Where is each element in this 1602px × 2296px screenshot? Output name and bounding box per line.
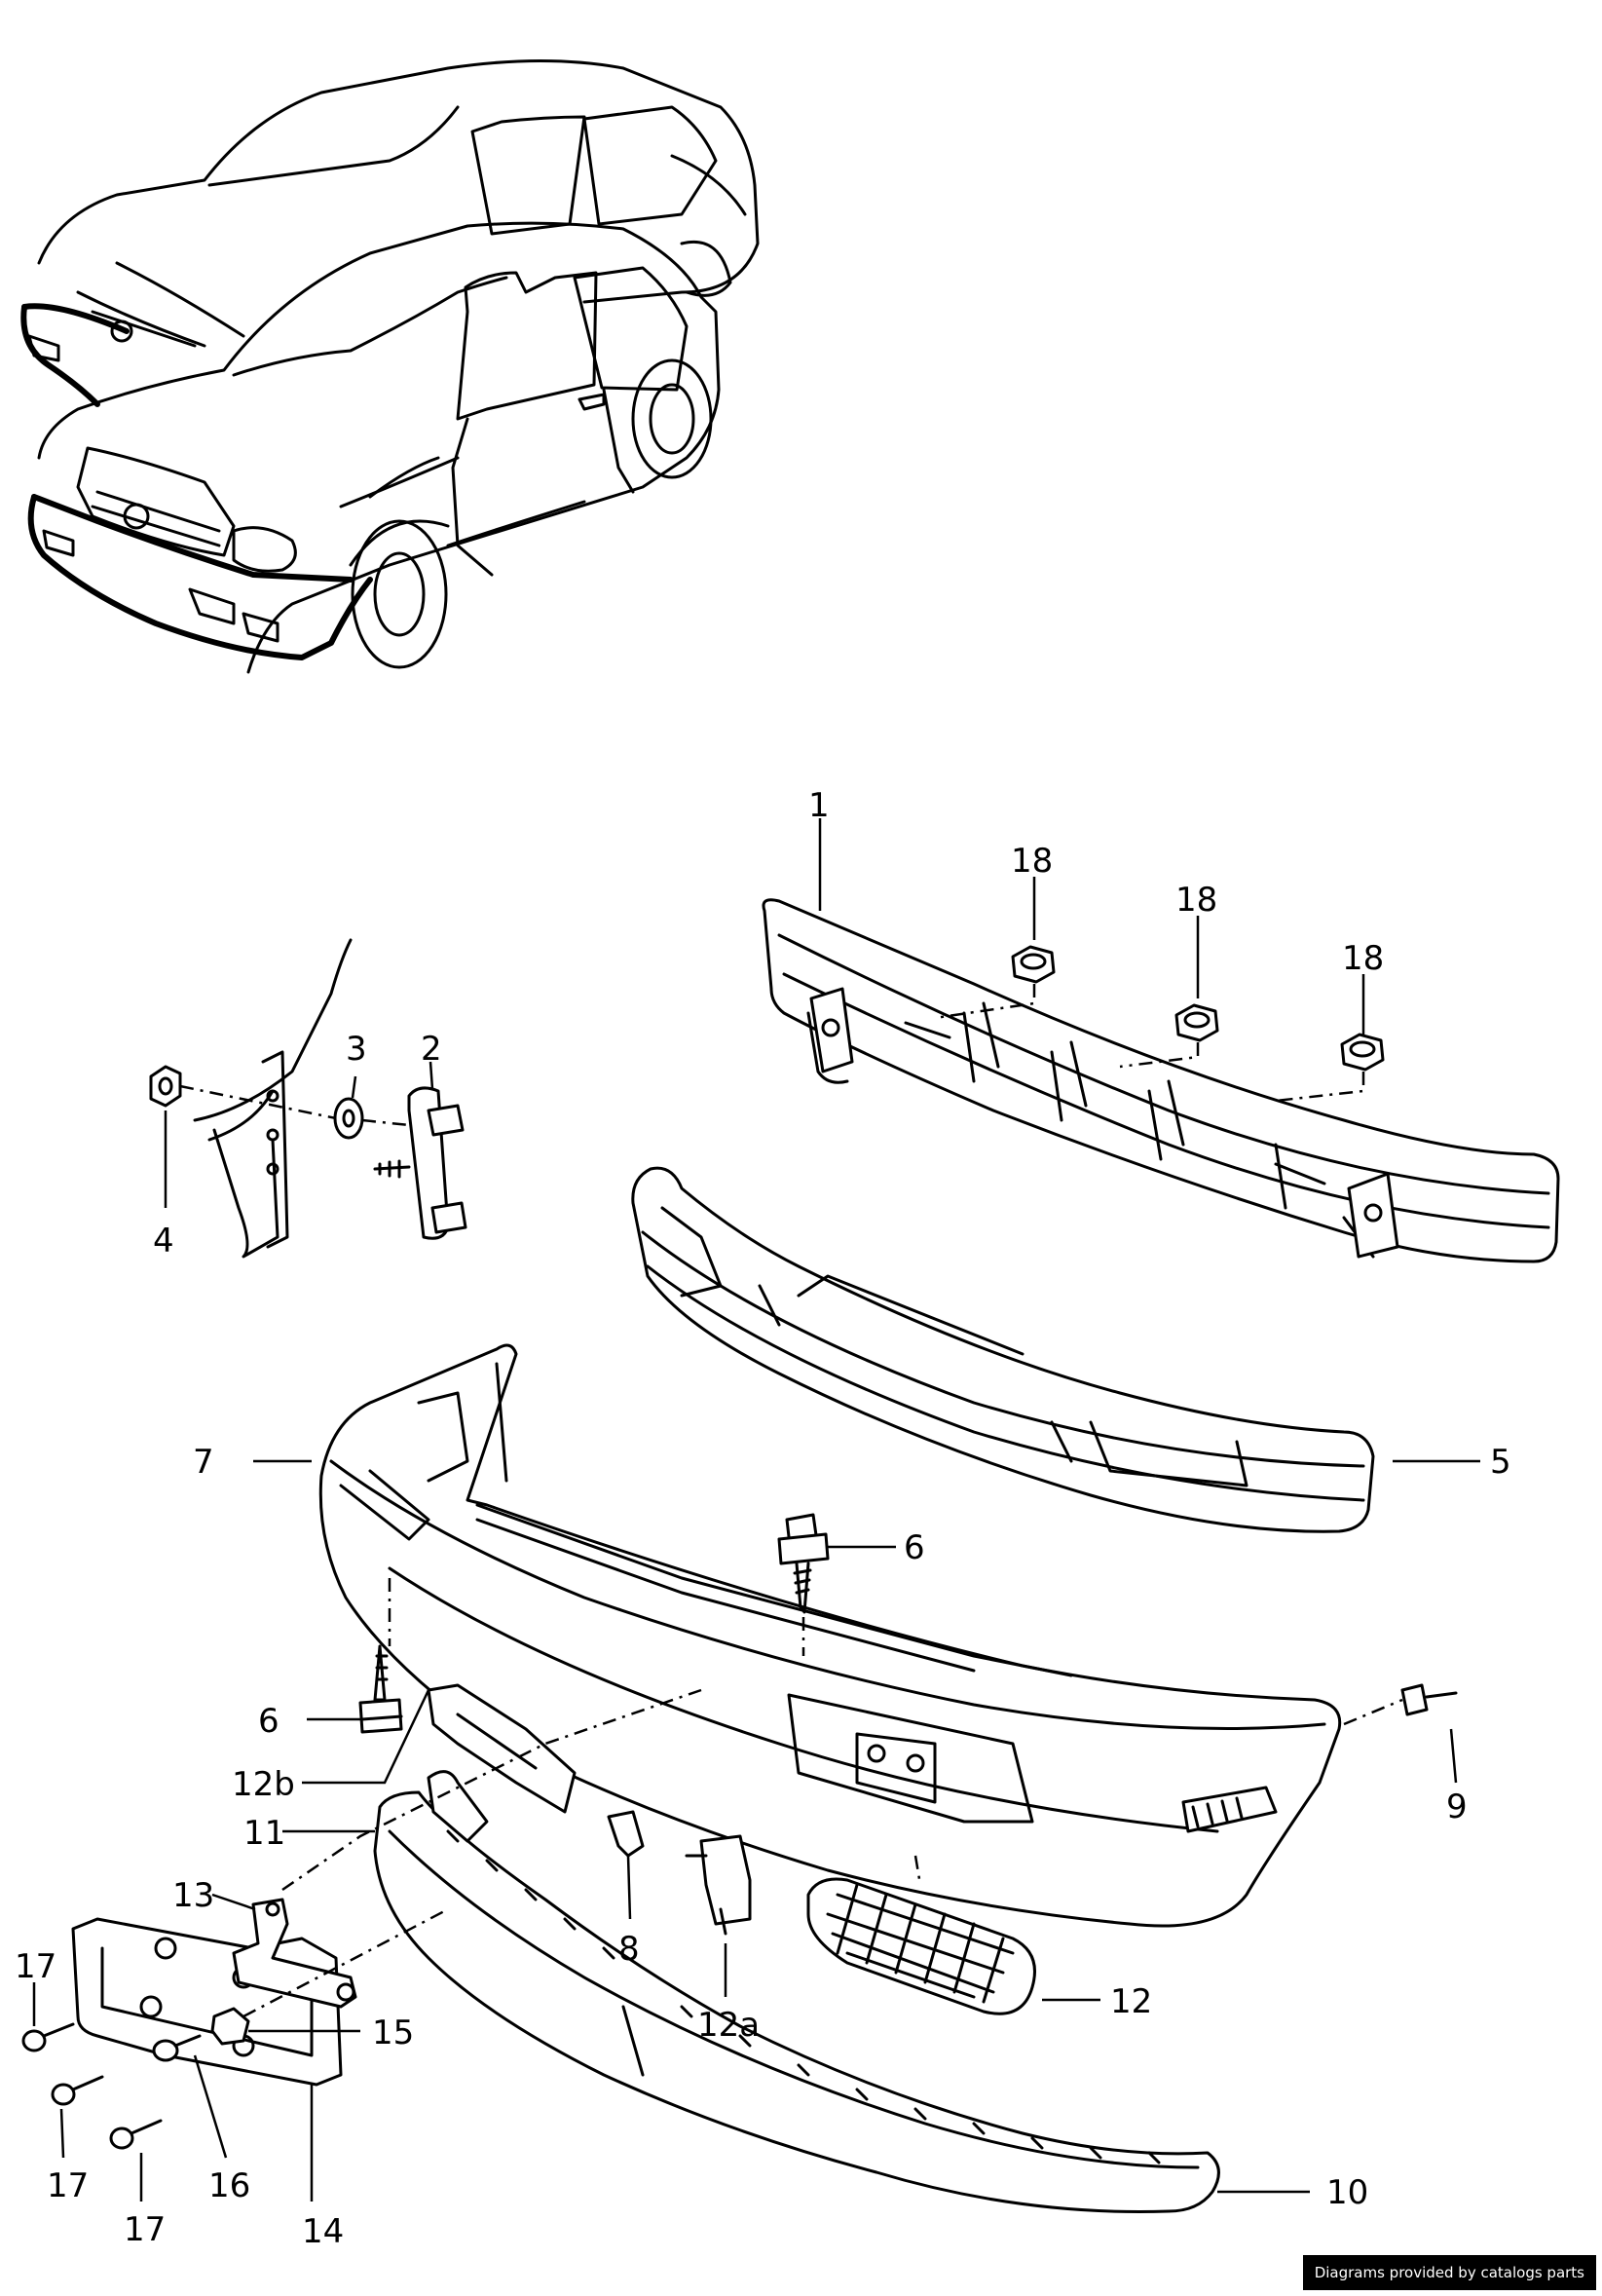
screw-17-b [51,2075,104,2106]
license-plate-bracket [71,1917,343,2087]
side-bracket [193,938,353,1259]
washer-3 [333,1097,364,1140]
bolt-6-lower [358,1644,403,1734]
callout-17-b: 17 [47,2166,89,2205]
energy-absorber [631,1166,1375,1533]
callout-12b: 12b [232,1765,295,1804]
fog-lamp-bracket-2 [373,1086,467,1240]
bumper-carrier [762,898,1560,1263]
nut-18-a [1011,945,1056,984]
spoiler-bracket [427,1770,489,1843]
callout-7: 7 [193,1443,214,1482]
callout-12a: 12a [697,2006,760,2045]
bolt-6-upper [777,1513,830,1614]
clip-8 [607,1810,645,1858]
callout-18-c: 18 [1342,939,1384,978]
callout-6-lower: 6 [258,1702,279,1741]
callout-14: 14 [302,2212,344,2251]
callout-4: 4 [153,1222,174,1261]
credit-badge: Diagrams provided by catalogs parts [1302,2255,1596,2290]
callout-18-a: 18 [1011,842,1053,881]
nut-18-a-axis [934,984,1036,1020]
nut-18-b [1174,1003,1219,1042]
callout-12: 12 [1110,1982,1152,2021]
callout-8: 8 [618,1930,640,1969]
callout-15: 15 [372,2014,414,2052]
car-illustration-rear [20,59,760,407]
clip-nut-15 [210,2007,250,2046]
callout-9: 9 [1446,1788,1468,1826]
screw-17-c [109,2119,163,2150]
callout-17-c: 17 [124,2210,166,2249]
callout-17-a: 17 [15,1947,56,1986]
fog-bracket-axis [179,1084,410,1127]
car-illustration-front [27,221,721,674]
callout-13: 13 [172,1876,214,1915]
assembly-axis-plate-b [242,1907,449,2018]
screw-9 [1400,1683,1458,1716]
grille-bracket-12a [685,1834,752,1936]
assembly-axis-right [1343,1698,1403,1726]
callout-11: 11 [243,1814,285,1853]
screw-16 [152,2034,202,2062]
callout-16: 16 [208,2166,250,2205]
callout-6-upper: 6 [904,1528,925,1567]
callout-5: 5 [1490,1443,1511,1482]
grille [806,1877,1036,2015]
nut-4 [149,1065,182,1108]
callout-3: 3 [346,1030,367,1069]
assembly-axis-grille [913,1855,922,1886]
nut-18-b-axis [1119,1042,1200,1069]
assembly-axis-plate [281,1688,702,1892]
support-bracket-13 [232,1898,357,2009]
nut-18-c-axis [1275,1072,1365,1103]
callout-1: 1 [808,786,830,825]
callout-2: 2 [421,1030,442,1069]
callout-18-b: 18 [1175,881,1217,920]
nut-18-c [1340,1033,1385,1072]
leader-lines [32,818,1480,2202]
callout-labels: 1 2 3 4 5 6 6 7 8 9 10 11 12 12a 12b 13 … [15,786,1511,2251]
callout-10: 10 [1326,2173,1368,2212]
screw-17-a [21,2022,75,2052]
bracket-12b [427,1683,577,1814]
